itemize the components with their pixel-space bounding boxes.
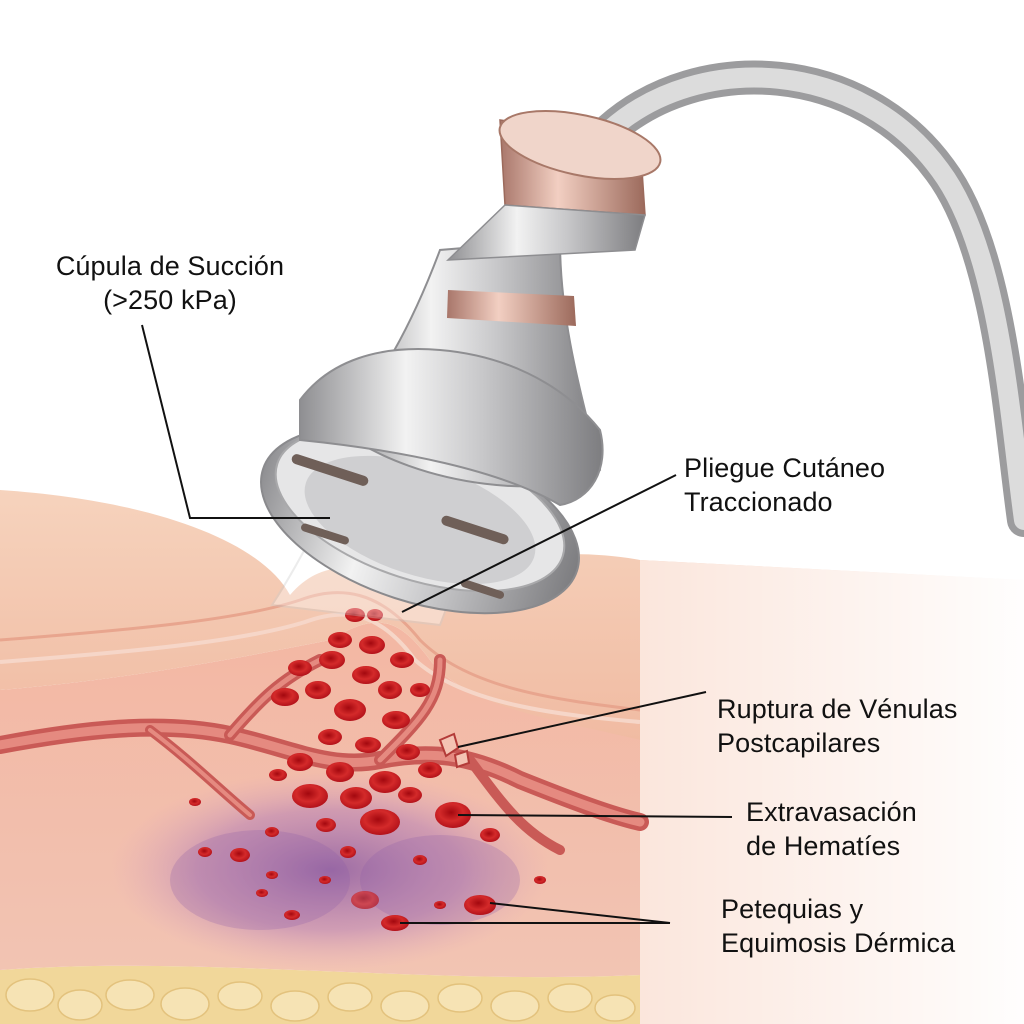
- leader-lines: [141, 324, 733, 924]
- label-extravasation: Extravasación de Hematíes: [746, 795, 917, 863]
- label-suction-cup: Cúpula de Succión (>250 kPa): [48, 249, 292, 317]
- label-skin-fold: Pliegue Cutáneo Traccionado: [684, 451, 885, 519]
- suction-cup-device: [260, 110, 662, 627]
- label-skin-fold-line2: Traccionado: [684, 487, 833, 517]
- label-petechiae: Petequias y Equimosis Dérmica: [721, 892, 955, 960]
- label-petechiae-line2: Equimosis Dérmica: [721, 928, 956, 958]
- label-suction-cup-line1: Cúpula de Succión: [55, 251, 285, 281]
- label-venule-rupture: Ruptura de Vénulas Postcapilares: [717, 692, 957, 760]
- leader-fold: [401, 474, 677, 613]
- label-extravasation-line2: de Hematíes: [746, 831, 901, 861]
- label-petechiae-line1: Petequias y: [721, 894, 864, 924]
- label-venule-rupture-line2: Postcapilares: [717, 728, 881, 758]
- fat-layer: [0, 965, 640, 1024]
- leader-rupture: [457, 691, 707, 748]
- label-skin-fold-line1: Pliegue Cutáneo: [684, 453, 886, 483]
- leader-petechiae-1: [489, 902, 671, 924]
- venule-network: [0, 654, 649, 855]
- label-venule-rupture-line1: Ruptura de Vénulas: [717, 694, 958, 724]
- red-blood-cells: [189, 608, 546, 931]
- leader-cup: [141, 324, 330, 519]
- label-suction-cup-line2: (>250 kPa): [103, 285, 237, 315]
- leader-extravasation: [457, 814, 733, 818]
- label-extravasation-line1: Extravasación: [746, 797, 917, 827]
